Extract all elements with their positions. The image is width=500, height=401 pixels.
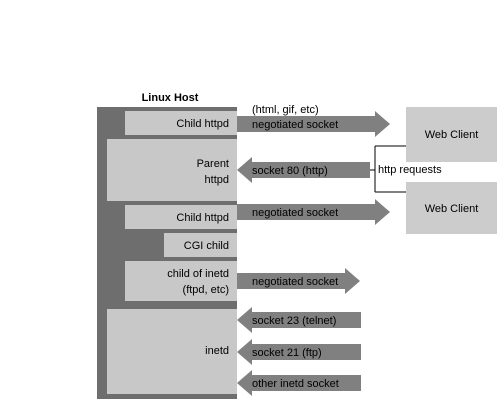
socket-80-label: socket 80 (http) xyxy=(252,165,328,177)
socket-23-label: socket 23 (telnet) xyxy=(252,315,336,327)
process-label-line-2: httpd xyxy=(205,174,229,186)
socket-80-arrow xyxy=(237,157,370,183)
process-parent-httpd: Parent httpd xyxy=(107,139,237,201)
http-requests-label: http requests xyxy=(378,164,442,176)
socket-21-arrow xyxy=(237,339,361,365)
process-inetd: inetd xyxy=(107,309,237,394)
web-client-2: Web Client xyxy=(406,182,497,234)
process-child-httpd-1: Child httpd xyxy=(125,111,237,135)
process-label-line-1: child of inetd xyxy=(167,268,229,280)
process-label: Child httpd xyxy=(176,118,229,130)
content-types-label: (html, gif, etc) xyxy=(252,104,319,116)
web-client-label: Web Client xyxy=(425,129,479,141)
process-label: CGI child xyxy=(184,240,229,252)
negotiated-socket-label-3: negotiated socket xyxy=(252,276,338,288)
process-label: inetd xyxy=(205,345,229,357)
negotiated-socket-arrow-2 xyxy=(237,199,390,225)
host-title: Linux Host xyxy=(142,92,199,104)
process-cgi-child: CGI child xyxy=(164,233,237,257)
web-client-label: Web Client xyxy=(425,203,479,215)
process-label: Child httpd xyxy=(176,212,229,224)
process-inetd-child: child of inetd (ftpd, etc) xyxy=(125,261,237,301)
web-client-1: Web Client xyxy=(406,107,497,162)
process-label-line-2: (ftpd, etc) xyxy=(183,284,229,296)
process-child-httpd-2: Child httpd xyxy=(125,205,237,229)
negotiated-socket-label-1: negotiated socket xyxy=(252,119,338,131)
process-label-line-1: Parent xyxy=(197,158,229,170)
negotiated-socket-label-2: negotiated socket xyxy=(252,207,338,219)
other-inetd-label: other inetd socket xyxy=(252,378,339,390)
socket-23-arrow xyxy=(237,307,361,333)
socket-21-label: socket 21 (ftp) xyxy=(252,347,322,359)
other-inetd-arrow xyxy=(237,370,361,396)
negotiated-socket-arrow-1 xyxy=(237,111,390,137)
negotiated-socket-arrow-3 xyxy=(237,268,360,294)
http-request-connector xyxy=(370,145,406,193)
http-requests-label-bg xyxy=(376,162,452,177)
